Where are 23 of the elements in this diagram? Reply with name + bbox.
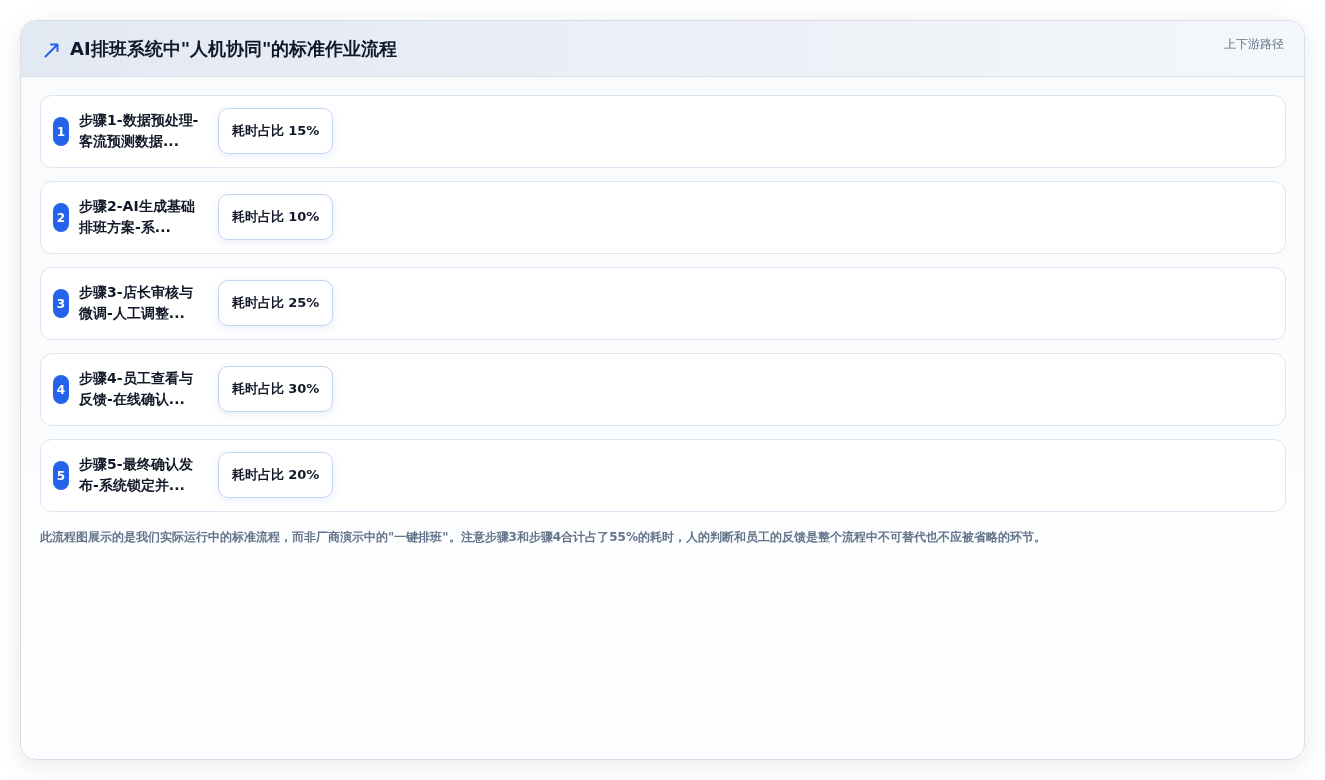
step-row (40, 181, 1286, 254)
title: AI排班系统中"人机协同"的标准作业流程 (70, 37, 398, 61)
number-badge: 2 (53, 203, 69, 232)
step-row (40, 267, 1286, 340)
number-badge: 3 (53, 289, 69, 318)
duration-pill: 耗时占比 30% (218, 366, 333, 412)
duration-pill: 耗时占比 25% (218, 280, 333, 326)
number-badge: 4 (53, 375, 69, 404)
step-row (40, 95, 1286, 168)
number-badge: 1 (53, 117, 69, 146)
duration-pill: 耗时占比 10% (218, 194, 333, 240)
number-badge: 5 (53, 461, 69, 490)
step-text: 步骤1-数据预处理-客流预测数据... (79, 111, 200, 151)
duration-pill: 耗时占比 20% (218, 452, 333, 498)
step-text: 步骤2-AI生成基础排班方案-系... (79, 197, 196, 237)
step-row (40, 353, 1286, 426)
step-text: 步骤4-员工查看与反馈-在线确认... (79, 369, 194, 409)
step-text: 步骤3-店长审核与微调-人工调整... (79, 283, 194, 323)
caption: 此流程图展示的是我们实际运行中的标准流程，而非厂商演示中的"一键排班"。注意步骤3和步骤4合计占了55%的耗时，人的判断和员工的反馈是整个流程中不可替代也不应被省略的环节。 (40, 529, 1047, 546)
step-row (40, 439, 1286, 512)
step-text: 步骤5-最终确认发布-系统锁定并... (79, 455, 194, 495)
duration-pill: 耗时占比 15% (218, 108, 333, 154)
subtitle: 上下游路径 (1224, 36, 1284, 53)
